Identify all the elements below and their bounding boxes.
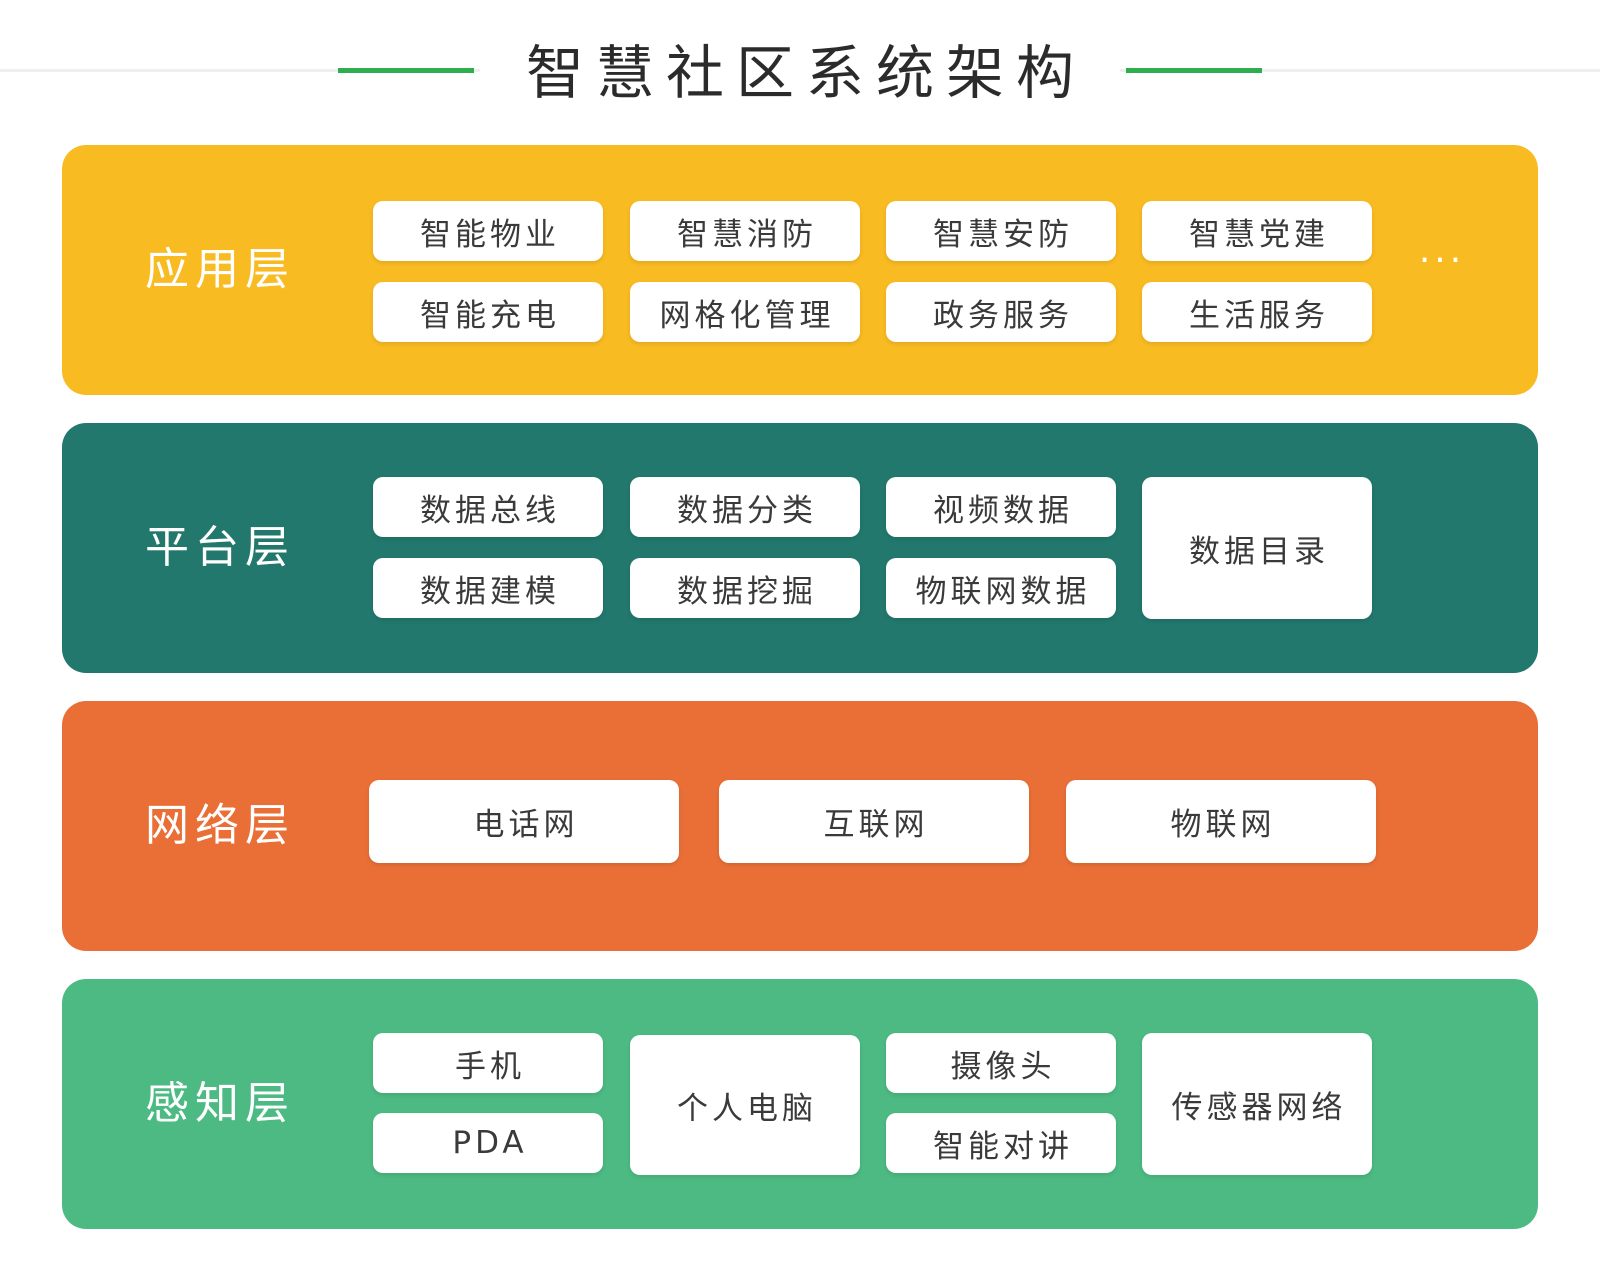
platform-item-data-mining: 数据挖掘 [630, 558, 860, 618]
platform-item-data-bus: 数据总线 [373, 477, 603, 537]
perception-item-pc: 个人电脑 [630, 1035, 860, 1175]
network-item-telephone: 电话网 [369, 780, 679, 863]
layer-label-application: 应用层 [145, 244, 295, 295]
app-item-smart-party: 智慧党建 [1142, 201, 1372, 261]
layer-label-perception: 感知层 [145, 1078, 295, 1129]
perception-item-camera: 摄像头 [886, 1033, 1116, 1093]
network-item-internet: 互联网 [719, 780, 1029, 863]
platform-item-video-data: 视频数据 [886, 477, 1116, 537]
page-title: 智慧社区系统架构 [480, 38, 1120, 108]
header-accent-left [338, 68, 474, 73]
perception-item-phone: 手机 [373, 1033, 603, 1093]
app-item-smart-charging: 智能充电 [373, 282, 603, 342]
layer-perception: 感知层 手机 PDA 个人电脑 摄像头 智能对讲 传感器网络 [62, 979, 1538, 1229]
perception-item-intercom: 智能对讲 [886, 1113, 1116, 1173]
platform-item-data-classification: 数据分类 [630, 477, 860, 537]
layer-label-network: 网络层 [145, 800, 295, 851]
app-item-government-service: 政务服务 [886, 282, 1116, 342]
network-item-iot: 物联网 [1066, 780, 1376, 863]
perception-item-pda: PDA [373, 1113, 603, 1173]
perception-item-sensor-network: 传感器网络 [1142, 1033, 1372, 1175]
layer-label-platform: 平台层 [145, 522, 295, 573]
layer-network: 网络层 电话网 互联网 物联网 [62, 701, 1538, 951]
platform-item-data-catalog: 数据目录 [1142, 477, 1372, 619]
platform-item-data-modeling: 数据建模 [373, 558, 603, 618]
app-item-life-service: 生活服务 [1142, 282, 1372, 342]
app-item-grid-management: 网格化管理 [630, 282, 860, 342]
header-accent-right [1126, 68, 1262, 73]
more-ellipsis: ··· [1418, 240, 1466, 281]
app-item-smart-security: 智慧安防 [886, 201, 1116, 261]
layer-application: 应用层 智能物业 智慧消防 智慧安防 智慧党建 智能充电 网格化管理 政务服务 … [62, 145, 1538, 395]
app-item-smart-fire: 智慧消防 [630, 201, 860, 261]
layer-platform: 平台层 数据总线 数据分类 视频数据 数据目录 数据建模 数据挖掘 物联网数据 [62, 423, 1538, 673]
platform-item-iot-data: 物联网数据 [886, 558, 1116, 618]
app-item-smart-property: 智能物业 [373, 201, 603, 261]
